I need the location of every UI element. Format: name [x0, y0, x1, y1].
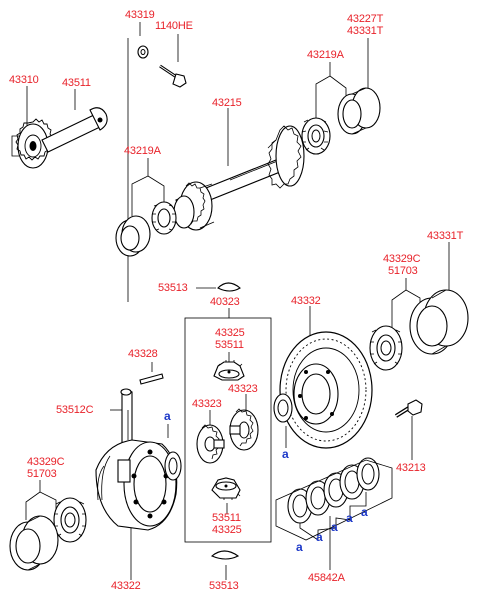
shaft-43511	[41, 107, 108, 153]
label-43331T-right: 43331T	[427, 230, 464, 242]
label-1140HE: 1140HE	[155, 20, 193, 32]
label-43329C-right: 43329C	[383, 253, 421, 265]
pinion-53511-bottom	[211, 477, 241, 500]
label-53511-top: 53511	[215, 339, 244, 351]
label-43323-right: 43323	[228, 383, 258, 395]
gear-43310	[11, 118, 53, 169]
label-43325-bottom: 43325	[212, 524, 242, 536]
bolt-43213	[394, 399, 423, 418]
label-43219A-mid: 43219A	[124, 145, 161, 157]
label-43319: 43319	[125, 9, 155, 21]
label-43329C-left: 43329C	[27, 456, 65, 468]
label-43328: 43328	[128, 348, 158, 360]
label-40323: 40323	[210, 296, 240, 308]
label-53513-top: 53513	[158, 282, 188, 294]
bearing-43219A-top	[301, 117, 331, 155]
pinion-43325-top	[213, 360, 245, 381]
callout-a-case: a	[164, 409, 171, 423]
pin-43328	[139, 373, 164, 385]
bearing-43329C-right	[369, 325, 403, 371]
thrust-washer-a-ring	[273, 393, 293, 423]
label-45842A: 45842A	[308, 572, 345, 584]
callout-a-shim-5: a	[361, 505, 368, 519]
label-43310: 43310	[9, 74, 39, 86]
race-43227T	[337, 87, 381, 135]
bolt-1140HE	[159, 64, 187, 88]
label-43322: 43322	[111, 580, 141, 592]
side-gear-43323-right	[229, 408, 259, 451]
label-53513-bottom: 53513	[209, 580, 239, 592]
callout-a-shim-2: a	[316, 530, 323, 544]
callout-a-shim-1: a	[296, 540, 303, 554]
washer-53513-bottom	[210, 550, 240, 560]
side-gear-43323-left	[196, 424, 225, 464]
label-43331T-top: 43331T	[347, 25, 384, 37]
label-43332: 43332	[291, 295, 321, 307]
callout-a-shim-4: a	[346, 511, 353, 525]
bearing-43329C-left	[53, 497, 87, 543]
label-43213: 43213	[396, 462, 426, 474]
label-53512C: 53512C	[56, 404, 94, 416]
label-43325-top: 43325	[215, 327, 245, 339]
label-43219A-top: 43219A	[307, 49, 344, 61]
label-43215: 43215	[212, 97, 242, 109]
race-51703-left	[9, 515, 59, 571]
diff-case-43322	[95, 439, 178, 531]
label-51703-left: 51703	[27, 468, 57, 480]
ring-gear-43332	[279, 331, 373, 449]
label-51703-right: 51703	[388, 265, 418, 277]
label-53511-bottom: 53511	[212, 512, 241, 524]
label-43511: 43511	[62, 77, 91, 89]
race-43331T-right	[409, 289, 469, 355]
label-43323-left: 43323	[192, 398, 222, 410]
bearing-43219A-mid	[151, 201, 177, 235]
washer-43319	[137, 45, 149, 59]
shaft-43215	[173, 125, 305, 231]
shim-set-45842A	[275, 457, 393, 541]
callout-a-shim-3: a	[331, 520, 338, 534]
thrust-washer-a-case	[164, 451, 182, 481]
washer-53513-top	[217, 282, 241, 292]
race-43219A-mid	[115, 215, 151, 257]
label-43227T: 43227T	[347, 13, 384, 25]
callout-a-ring: a	[282, 447, 289, 461]
